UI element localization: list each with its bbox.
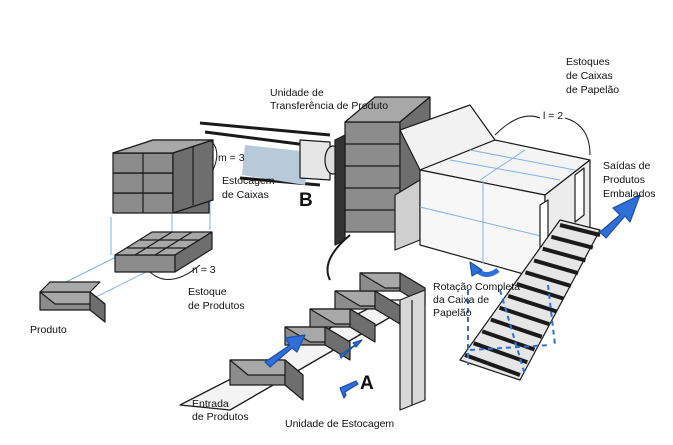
guide-line bbox=[59, 254, 121, 286]
output-roller bbox=[542, 246, 586, 263]
label-carton-stock-1: Estoques bbox=[566, 56, 610, 68]
single-product-side bbox=[89, 291, 106, 323]
output-arrow bbox=[599, 194, 641, 239]
label-n-value: n = 3 bbox=[192, 264, 216, 276]
cable bbox=[326, 234, 351, 281]
output-roller bbox=[464, 353, 521, 377]
output-roller bbox=[559, 223, 601, 237]
transfer-rail bbox=[199, 121, 331, 137]
label-product-stock-2: de Produtos bbox=[188, 300, 245, 312]
label-rotation-1: Rotação Completa bbox=[433, 281, 520, 293]
output-conveyor bbox=[459, 219, 601, 381]
label-transfer-unit-2: Transferência de Produto bbox=[270, 100, 388, 112]
dashed-guide bbox=[547, 284, 556, 346]
stacker-column-front bbox=[344, 121, 401, 233]
label-product: Produto bbox=[30, 324, 67, 336]
guide-line bbox=[89, 269, 151, 301]
output-roller bbox=[498, 305, 550, 326]
dashed-guide bbox=[469, 344, 551, 351]
stored-product-side bbox=[349, 308, 376, 343]
l-brace bbox=[494, 115, 591, 156]
output-roller bbox=[507, 294, 557, 314]
label-product-stock-1: Estoque bbox=[188, 286, 227, 298]
stacker-plate bbox=[334, 134, 346, 246]
product-stock-front bbox=[114, 254, 176, 273]
carton-grid bbox=[449, 159, 561, 181]
diagram-shapes bbox=[39, 96, 641, 411]
conveyor-arrow bbox=[339, 339, 363, 359]
output-roller bbox=[490, 317, 543, 339]
label-carton-stock-2: de Caixas bbox=[566, 70, 613, 82]
product-stock-divider bbox=[154, 231, 193, 256]
label-product-input-2: de Produtos bbox=[192, 411, 249, 423]
conveyor-edge bbox=[229, 299, 421, 411]
label-box-storage-1: Estocagem bbox=[222, 175, 275, 187]
conveyor-arrow-a bbox=[339, 380, 359, 399]
n-brace bbox=[149, 264, 201, 280]
m-brace bbox=[209, 139, 218, 171]
label-storage-unit: Unidade de Estocagem bbox=[285, 418, 394, 430]
single-product-top bbox=[39, 281, 101, 293]
carton-grid bbox=[479, 149, 526, 181]
rotation-arrow-head bbox=[469, 261, 483, 277]
output-roller bbox=[533, 258, 579, 276]
input-arrow bbox=[264, 334, 306, 368]
transfer-pusher bbox=[242, 145, 310, 185]
transfer-head bbox=[299, 139, 331, 181]
output-roller bbox=[524, 270, 572, 288]
label-l-value: l = 2 bbox=[543, 110, 563, 122]
label-packed-output-3: Embalados bbox=[603, 188, 656, 200]
label-packed-output-1: Saídas de bbox=[603, 160, 650, 172]
output-roller bbox=[550, 234, 594, 250]
label-box-storage-2: de Caixas bbox=[222, 189, 269, 201]
carton-grid bbox=[469, 149, 576, 171]
product-stock-divider bbox=[134, 231, 173, 256]
label-product-input-1: Entrada bbox=[192, 398, 229, 410]
input-product-side bbox=[284, 359, 304, 401]
label-m-value: m = 3 bbox=[218, 152, 245, 164]
output-roller bbox=[516, 282, 565, 301]
output-roller bbox=[472, 341, 528, 365]
label-carton-stock-3: de Papelão bbox=[566, 84, 619, 96]
label-transfer-unit-1: Unidade de bbox=[270, 87, 324, 99]
label-point-a: A bbox=[360, 373, 374, 394]
dashed-guide bbox=[499, 289, 526, 376]
label-point-b: B bbox=[299, 190, 313, 211]
carton-clip bbox=[574, 167, 585, 223]
label-rotation-2: da Caixa de bbox=[433, 294, 489, 306]
label-rotation-3: Papelão bbox=[433, 307, 472, 319]
label-packed-output-2: Produtos bbox=[603, 174, 645, 186]
transfer-rail bbox=[239, 176, 321, 187]
